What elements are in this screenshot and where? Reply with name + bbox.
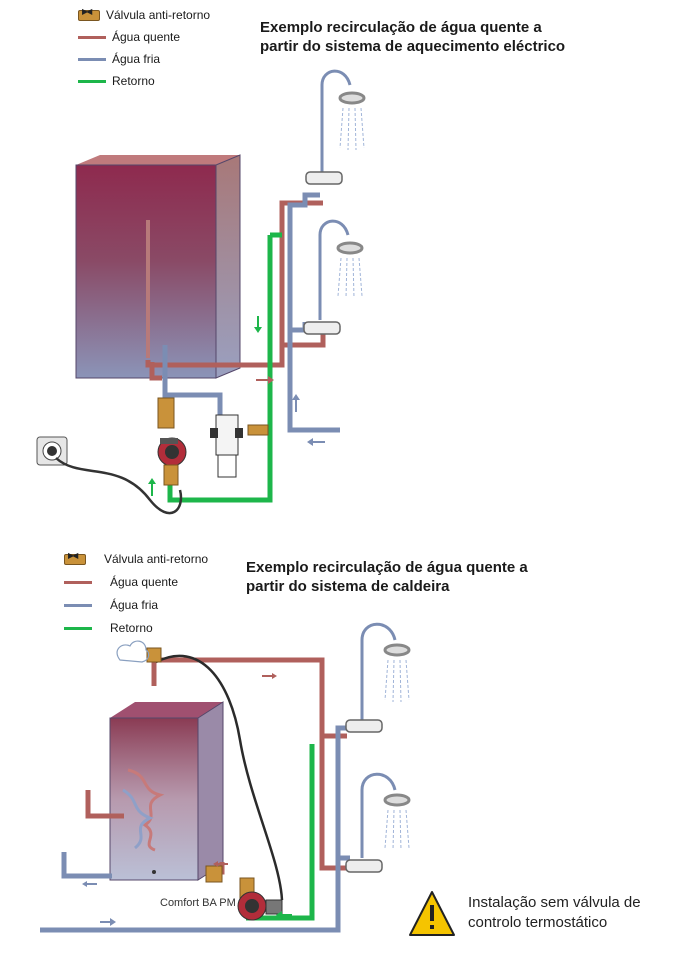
top-diagram xyxy=(36,69,366,515)
return-line-swatch xyxy=(78,79,106,83)
legend-label: Água fria xyxy=(110,598,159,612)
flow-arrows-2 xyxy=(82,673,292,926)
flow-arrows xyxy=(148,316,325,496)
shower-upper xyxy=(305,69,366,185)
legend-label: Retorno xyxy=(110,621,153,635)
legend-return: Retorno xyxy=(78,74,155,88)
legend-cold-water: Água fria xyxy=(78,52,160,66)
legend-hot-water: Água quente xyxy=(78,30,180,44)
power-cable xyxy=(55,457,183,515)
legend-cold-water-2: Água fria xyxy=(64,598,158,612)
warning-text: Instalação sem válvula de controlo termo… xyxy=(468,893,641,933)
mixing-valve xyxy=(210,414,243,478)
heating-pipes xyxy=(61,790,124,879)
legend-label: Água fria xyxy=(112,52,161,66)
cold-line-swatch xyxy=(78,57,106,61)
hot-line-swatch xyxy=(64,580,92,584)
legend-check-valve: Válvula anti-retorno xyxy=(78,7,211,22)
legend-label: Válvula anti-retorno xyxy=(106,8,211,22)
cold-line-swatch xyxy=(64,603,92,607)
cold-water-pipes-2 xyxy=(40,725,350,933)
electric-water-heater xyxy=(75,154,241,379)
legend-label: Retorno xyxy=(112,74,155,88)
pump-label: Comfort BA PM xyxy=(160,897,236,909)
bottom-title-line1: Exemplo recirculação de água quente a xyxy=(246,559,528,576)
boiler-tank xyxy=(109,701,224,881)
top-title-line1: Exemplo recirculação de água quente a xyxy=(260,19,542,36)
check-valve-icon xyxy=(64,551,86,565)
shower-upper-2 xyxy=(345,622,411,733)
shower-lower-2 xyxy=(345,772,411,873)
legend-label: Água quente xyxy=(112,30,181,44)
circulation-pump xyxy=(157,397,187,486)
shower-lower xyxy=(303,219,364,335)
check-valve-icon xyxy=(247,424,269,436)
warning-icon xyxy=(409,891,455,936)
comfort-pump xyxy=(205,865,283,921)
top-title: Exemplo recirculação de água quente a pa… xyxy=(260,18,565,56)
top-title-line2: partir do sistema de aquecimento eléctri… xyxy=(260,38,566,55)
bottom-title-line2: partir do sistema de caldeira xyxy=(246,578,450,595)
legend-hot-water-2: Água quente xyxy=(64,575,178,589)
power-socket xyxy=(36,436,68,466)
warning-line1: Instalação sem válvula de xyxy=(468,894,641,911)
return-line-swatch xyxy=(64,626,92,630)
sensor-cable xyxy=(155,654,284,901)
legend-label: Válvula anti-retorno xyxy=(104,552,209,566)
bottom-title: Exemplo recirculação de água quente a pa… xyxy=(246,558,528,596)
legend-return-2: Retorno xyxy=(64,621,153,635)
thermostat-cap xyxy=(146,647,162,663)
legend-check-valve-2: Válvula anti-retorno xyxy=(64,551,209,566)
return-pipes-2 xyxy=(246,744,315,921)
hot-line-swatch xyxy=(78,35,106,39)
bottom-diagram xyxy=(40,622,455,936)
steam-cloud-icon xyxy=(116,640,150,663)
warning-line2: controlo termostático xyxy=(468,914,608,931)
legend-label: Água quente xyxy=(110,575,179,589)
check-valve-icon xyxy=(78,7,100,21)
